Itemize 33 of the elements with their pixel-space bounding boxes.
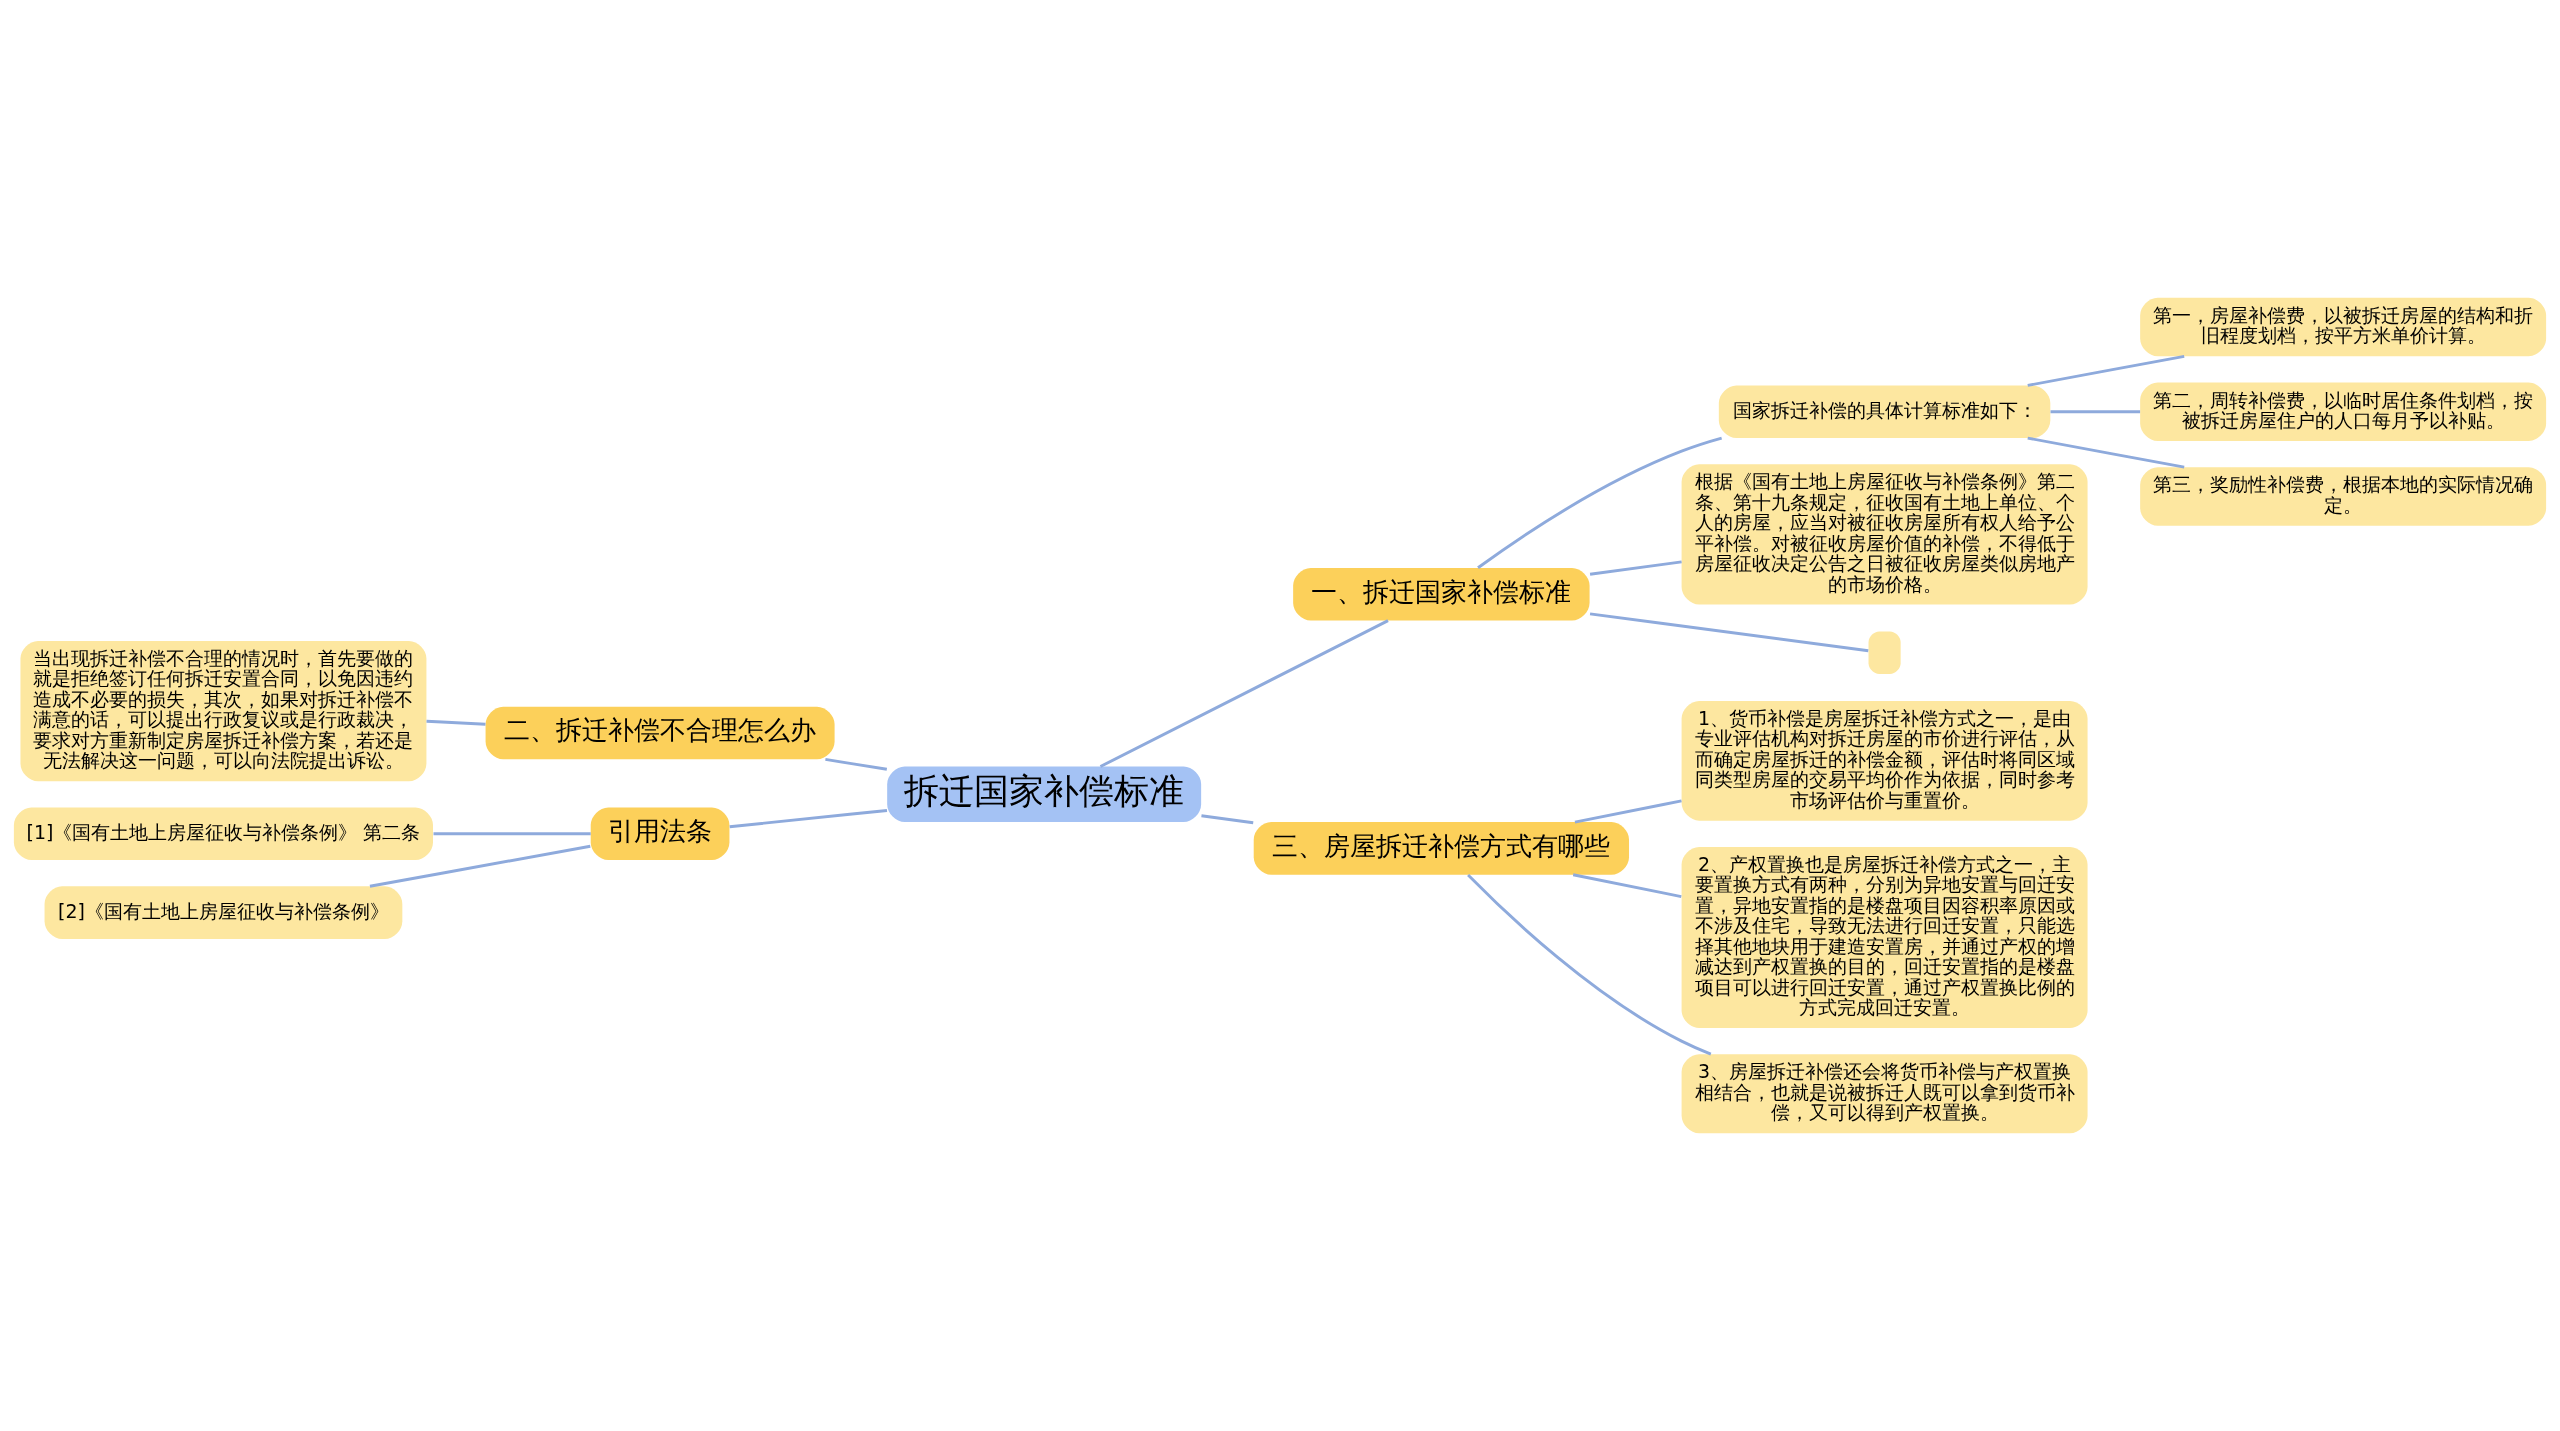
node-box: 一、拆迁国家补偿标准 [1293, 568, 1590, 621]
connector [1589, 560, 1682, 576]
connector [2050, 410, 2141, 414]
connector [729, 809, 888, 829]
node-box: 引用法条 [590, 807, 730, 861]
connector [433, 832, 591, 836]
node-box: [1]《国有土地上房屋征收与补偿条例》 第二条 [13, 807, 433, 861]
connector [1589, 612, 1869, 653]
node-box: [2]《国有土地上房屋征收与补偿条例》 [44, 886, 403, 939]
connector [1099, 619, 1389, 768]
node-box: 第三，奖励性补偿费，根据本地的实际情况确定。 [2140, 467, 2547, 526]
node-box: 第一，房屋补偿费，以被拆迁房屋的结构和折旧程度划档，按平方米单价计算。 [2140, 297, 2547, 357]
connector [1477, 436, 1723, 569]
connector [426, 719, 486, 726]
node-box: 2、产权置换也是房屋拆迁补偿方式之一，主要置换方式有两种，分别为异地安置与回迁安置，异地安置指的是楼盘项目因容积率原因或不涉及住宅，导致无法进行回迁安置，只能选择其他地块用于建造安置房，并通过产权的增减达到产权置换的目的，回迁安置指的是楼盘项目可以进行回迁安置，通过产权置换比例的方式完成回迁安置。 [1681, 846, 2088, 1028]
node-box: 三、房屋拆迁补偿方式有哪些 [1253, 822, 1629, 875]
node-box: 国家拆迁补偿的具体计算标准如下： [1718, 385, 2051, 439]
node-box: 1、货币补偿是房屋拆迁补偿方式之一，是由专业评估机构对拆迁房屋的市价进行评估，从而确定房屋拆迁的补偿金额，评估时将同区域同类型房屋的交易平均价作为依据，同时参考市场评估价与重置价。 [1681, 700, 2088, 821]
connector [1574, 799, 1682, 824]
connector [825, 757, 888, 771]
node-box: 根据《国有土地上房屋征收与补偿条例》第二条、第十九条规定，征收国有土地上单位、个人的房屋，应当对被征收房屋所有权人给予公平补偿。对被征收房屋价值的补偿，不得低于房屋征收决定公告之日被征收房屋类似房地产的市场价格。 [1681, 464, 2088, 605]
node-box [1868, 631, 1901, 674]
node-box: 二、拆迁补偿不合理怎么办 [485, 706, 835, 760]
connector [369, 844, 591, 888]
connector [1572, 873, 1682, 899]
node-box: 拆迁国家补偿标准 [887, 766, 1202, 823]
node-box: 第二，周转补偿费，以临时居住条件划档，按被拆迁房屋住户的人口每月予以补贴。 [2140, 382, 2547, 441]
connector [1201, 814, 1254, 825]
connector [2027, 354, 2185, 387]
node-box: 3、房屋拆迁补偿还会将货币补偿与产权置换相结合，也就是说被拆迁人既可以拿到货币补偿，又可以得到产权置换。 [1681, 1054, 2088, 1134]
node-box: 当出现拆迁补偿不合理的情况时，首先要做的就是拒绝签订任何拆迁安置合同，以免因违约造成不必要的损失，其次，如果对拆迁补偿不满意的话，可以提出行政复议或是行政裁决，要求对方重新制定房屋拆迁补偿方案，若还是无法解决这一问题，可以向法院提出诉讼。 [20, 641, 427, 782]
connector [1467, 874, 1712, 1056]
connector [2027, 436, 2185, 469]
